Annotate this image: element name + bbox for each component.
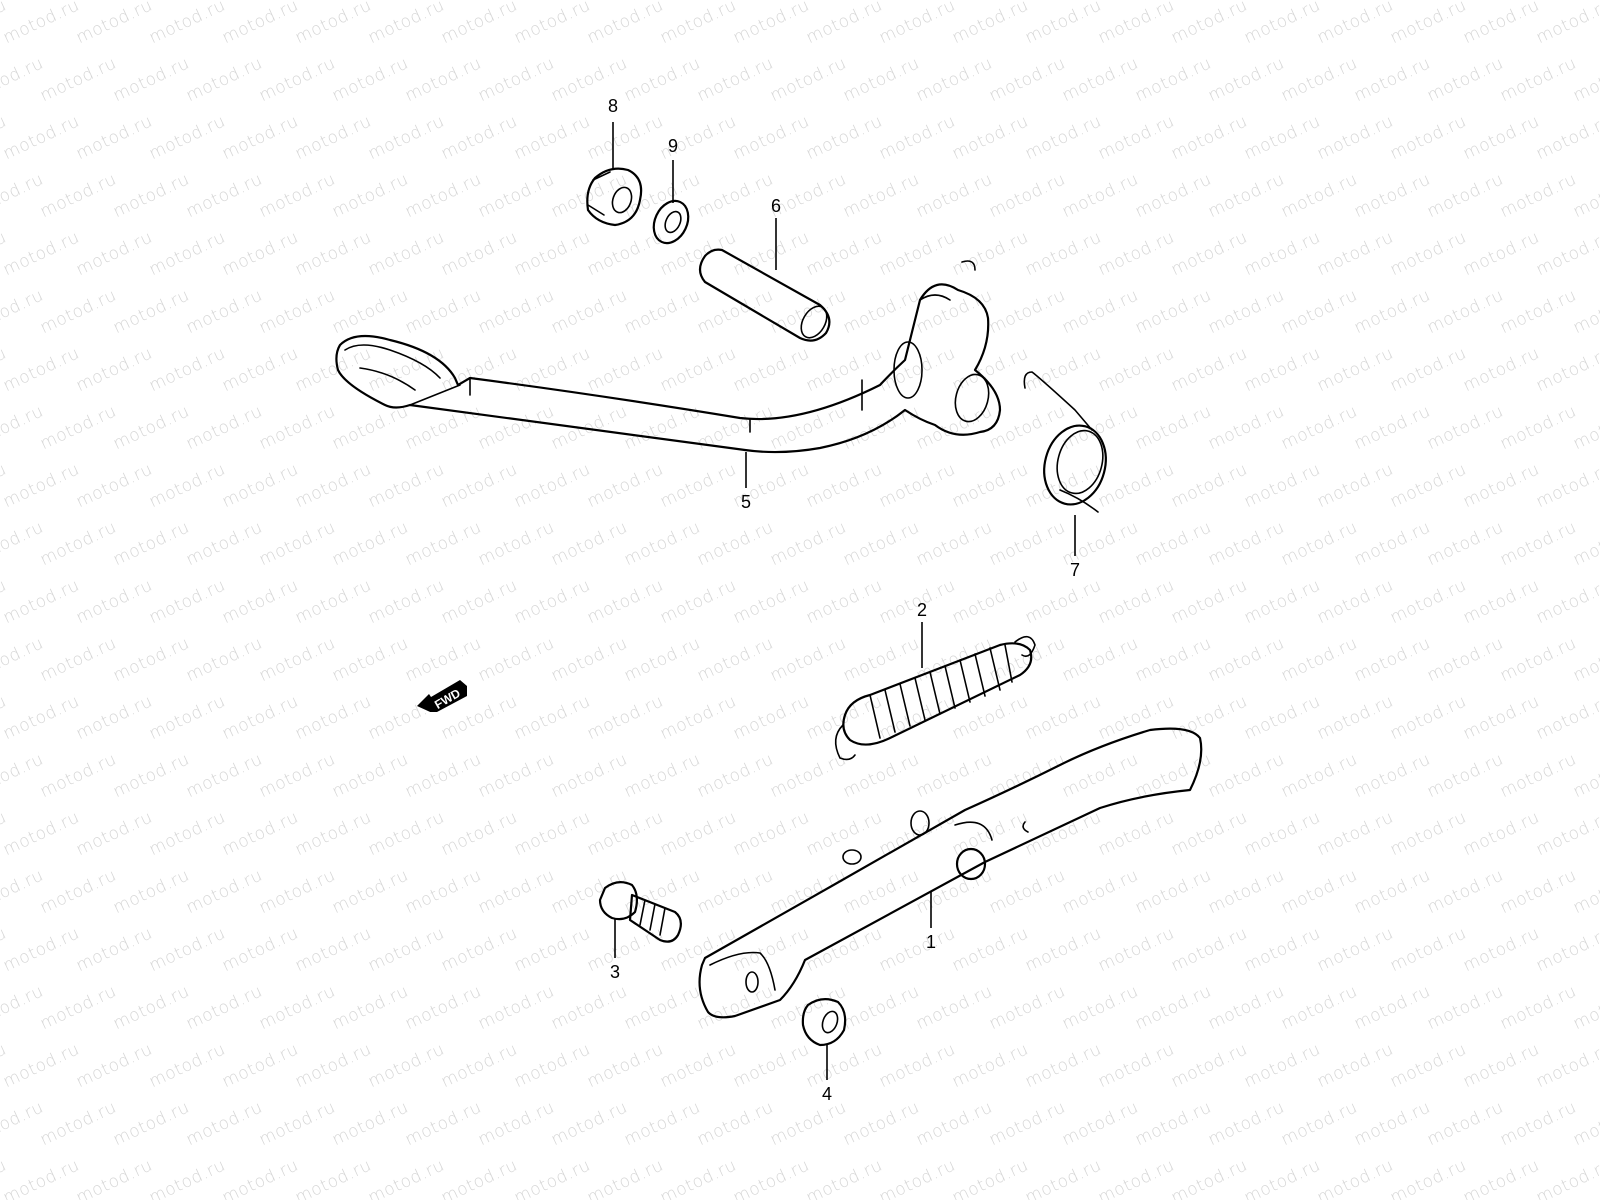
part-6-bushing <box>698 248 831 342</box>
callout-9: 9 <box>667 136 679 156</box>
part-4-nut <box>801 998 847 1047</box>
part-9-washer <box>652 199 690 245</box>
callout-4: 4 <box>821 1084 833 1104</box>
callout-3: 3 <box>609 962 621 982</box>
part-2-tension-spring <box>834 635 1036 761</box>
part-7-spring <box>1023 371 1107 513</box>
arrow-left-icon: FWD <box>417 680 467 716</box>
forward-direction-indicator: FWD <box>415 672 475 716</box>
part-8-nut <box>586 167 643 227</box>
callout-7: 7 <box>1069 560 1081 580</box>
callout-2: 2 <box>916 600 928 620</box>
part-5-pedal <box>335 260 1002 454</box>
part-1-side-stand <box>698 727 1203 1019</box>
callout-1: 1 <box>925 932 937 952</box>
callout-8: 8 <box>607 96 619 116</box>
part-3-bolt <box>598 881 682 943</box>
callout-6: 6 <box>770 196 782 216</box>
callout-5: 5 <box>740 492 752 512</box>
